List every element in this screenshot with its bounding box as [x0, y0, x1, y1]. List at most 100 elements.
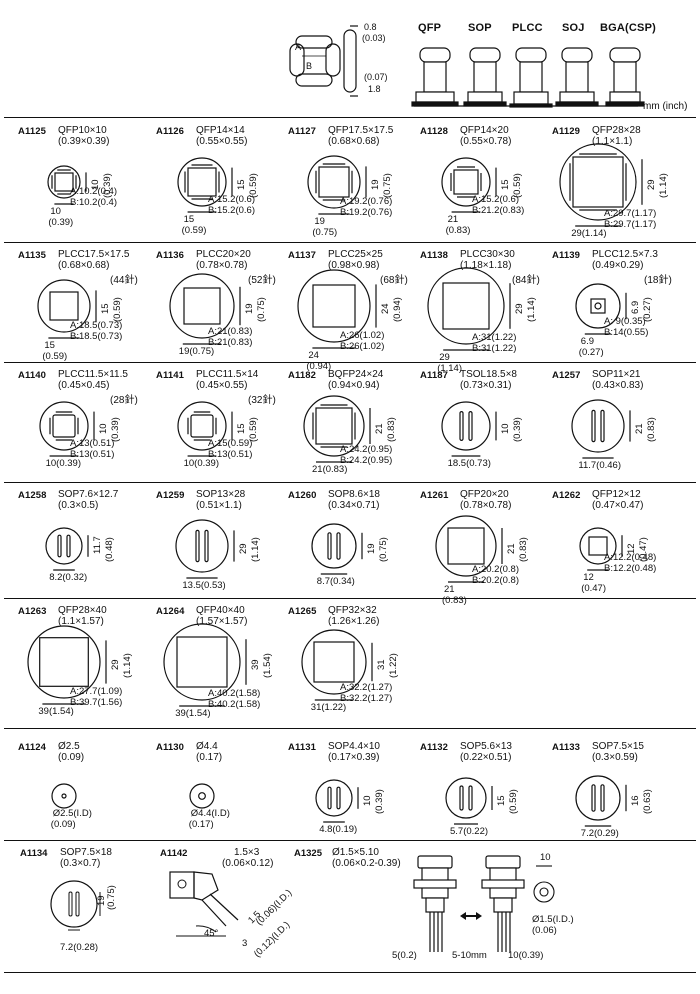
pin-count-suffix: 針 — [262, 395, 273, 406]
dim-vertical: 15 — [496, 795, 507, 806]
pin-count: (18針) — [644, 271, 672, 286]
nozzle-code: A1182 — [288, 370, 316, 381]
nozzle-code: A1125 — [18, 126, 46, 137]
nozzle-code: A1136 — [156, 250, 184, 261]
nozzle-name: PLCC11.5×14 — [196, 369, 259, 380]
dim-b: B:10.2(0.4) — [70, 197, 117, 208]
pin-count-close: ) — [134, 395, 138, 406]
nozzle-drawing — [435, 515, 503, 583]
dim-vertical-inch: (0.39) — [374, 789, 385, 814]
nozzle-name: SOP4.4×10 — [328, 741, 380, 752]
nozzle-name: SOP13×28 — [196, 489, 246, 500]
nozzle-inch: (0.17×0.39) — [328, 752, 380, 763]
nozzle-inch: (0.45×0.55) — [196, 380, 248, 391]
pin-count-close: ) — [404, 275, 408, 286]
nozzle-code: A1137 — [288, 250, 316, 261]
pkg-bga: BGA(CSP) — [600, 22, 656, 34]
pin-count-value: (44 — [110, 275, 125, 286]
blade-side — [343, 29, 357, 93]
pin-count: (28針) — [110, 391, 138, 406]
pin-count-close: ) — [272, 275, 276, 286]
dim-horizontal: 21 — [447, 214, 459, 225]
nozzle-name: PLCC11.5×11.5 — [58, 369, 128, 380]
dim-horizontal: 12 — [583, 572, 594, 583]
dim-horizontal-inch: (0.83) — [445, 225, 471, 236]
dim-b: B:20.2(0.8) — [472, 575, 519, 586]
nozzle-inch: (0.45×0.45) — [58, 380, 110, 391]
nozzle-code: A1140 — [18, 370, 46, 381]
dim-1-8: 1.8 — [368, 84, 381, 94]
nozzle-drawing — [27, 625, 107, 705]
nozzle-drawing — [571, 399, 631, 459]
dim-horizontal-inch: (0.75) — [312, 227, 338, 238]
dim-vertical-inch: (1.14) — [250, 537, 261, 562]
nozzle-name: SOP11×21 — [592, 369, 641, 380]
dim-a: A:15(0.59) — [208, 438, 253, 449]
dim-horizontal: 19(0.75) — [178, 346, 215, 357]
dim-horizontal: 15 — [183, 214, 195, 225]
nozzle-drawing — [51, 783, 77, 809]
separator — [4, 840, 696, 841]
pin-count-close: ) — [668, 275, 672, 286]
dim-vertical: 29 — [514, 303, 525, 314]
nozzle-name: SOP5.6×13 — [460, 741, 512, 752]
nozzle-inch: (0.78×0.78) — [196, 260, 248, 271]
dim-0-07: (0.07) — [364, 72, 388, 82]
nozzle-name: SOP8.6×18 — [328, 489, 380, 500]
nozzle-inch: (0.06×0.12) — [222, 858, 274, 869]
nozzle-name: QFP10×10 — [58, 125, 107, 136]
dim-vertical-inch: (0.75) — [256, 297, 267, 322]
pin-count-suffix: 針 — [124, 395, 135, 406]
dim-id: Ø1.5(I.D.) — [532, 914, 574, 925]
nozzle-inch: (0.17) — [196, 752, 223, 763]
dim-horizontal: 10(0.39) — [183, 458, 219, 469]
nozzle-inch: (0.55×0.78) — [460, 136, 512, 147]
nozzle-inch: (0.34×0.71) — [328, 500, 380, 511]
nozzle-name: 1.5×3 — [234, 847, 260, 858]
pin-count-suffix: 針 — [262, 275, 273, 286]
nozzle-drawing — [427, 267, 511, 351]
dim-b: B:18.5(0.73) — [70, 331, 123, 342]
dim-b: B:26(1.02) — [340, 341, 385, 352]
dim-horizontal: Ø2.5(I.D) — [52, 808, 92, 819]
dim-horizontal: 10(0.39) — [45, 458, 81, 469]
dim-vertical: 15 — [236, 423, 247, 434]
blade-illustration — [289, 25, 358, 97]
dim-vertical-inch: (0.39) — [512, 417, 523, 442]
dim-0-03: (0.03) — [362, 33, 386, 43]
nozzle-drawing — [413, 855, 555, 952]
nozzle-inch: (0.09) — [58, 752, 85, 763]
nozzle-code: A1138 — [420, 250, 448, 261]
dim-a: A:19.2(0.76) — [340, 196, 393, 207]
header-diagram — [289, 25, 645, 108]
pin-count-suffix: 針 — [526, 275, 537, 286]
nozzle-inch: (1.57×1.57) — [196, 616, 248, 627]
pin-count-close: ) — [272, 395, 276, 406]
label-b: B — [306, 61, 313, 71]
separator — [4, 728, 696, 729]
dim-vertical-inch: (0.83) — [518, 537, 529, 562]
nozzle-drawing — [575, 775, 627, 827]
nozzle-inch: (0.51×1.1) — [196, 500, 242, 511]
dim-vertical: 15 — [500, 179, 511, 190]
dim-b: B:39.7(1.56) — [70, 697, 123, 708]
dim-horizontal: 18.5(0.73) — [447, 458, 491, 469]
dim-vertical-inch: (0.48) — [104, 537, 115, 562]
nozzle-a1140: A1140 PLCC11.5×11.5(0.45×0.45)(28針) 10(0.3… — [18, 369, 152, 490]
pkg-qfp: QFP — [418, 22, 442, 34]
dim-b: B:12.2(0.48) — [604, 563, 657, 574]
nozzle-inch: (0.73×0.31) — [460, 380, 512, 391]
dim-vertical: 19 — [366, 543, 377, 554]
nozzle-code: A1260 — [288, 490, 317, 501]
dim-vertical: 21 — [506, 543, 517, 554]
dim-vertical: 21 — [374, 423, 385, 434]
nozzle-inch: (1.1×1.57) — [58, 616, 104, 627]
dim-vertical-inch: (0.59) — [112, 297, 123, 322]
dim-vertical: 16 — [630, 795, 641, 806]
pin-count-value: (32 — [248, 395, 263, 406]
